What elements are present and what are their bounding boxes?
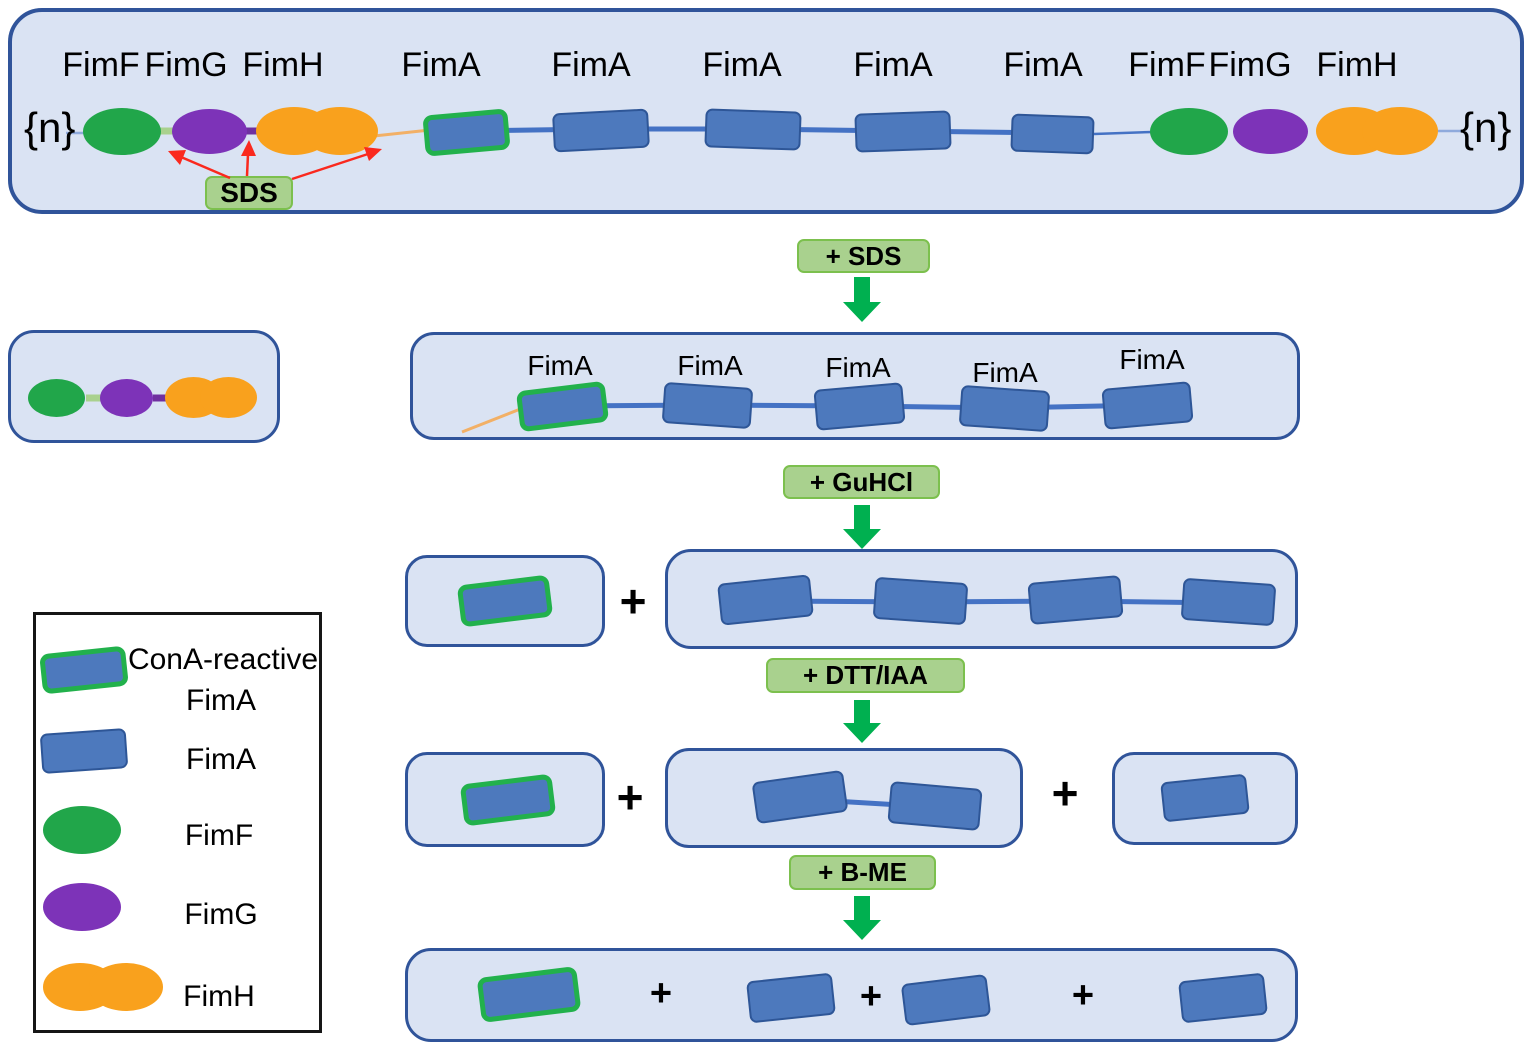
fimg-shape	[100, 379, 153, 417]
plus-sign: +	[1051, 767, 1079, 819]
fima-shape	[1178, 972, 1268, 1024]
legend-label: FimG	[184, 898, 258, 931]
down-arrow-sds	[843, 277, 881, 322]
fima-label: FimA	[677, 350, 743, 381]
reagent-badge-guhcl: + GuHCl	[783, 465, 940, 499]
protein-label-fimg: FimG	[144, 46, 228, 84]
fimf-shape	[83, 108, 161, 155]
protein-label-fima: FimA	[702, 46, 782, 84]
fimh-shape	[165, 377, 257, 418]
fima-label: FimA	[527, 350, 593, 381]
legend-label: FimA	[186, 684, 256, 717]
fimf-shape	[1150, 108, 1228, 155]
protein-label-fima: FimA	[401, 46, 481, 84]
legend-fimh-swatch	[43, 963, 163, 1011]
legend-label: FimF	[184, 819, 254, 852]
sds-annotation-badge: SDS	[205, 176, 293, 210]
legend-cona-fima-swatch	[39, 645, 129, 695]
repeat-n-label: {n}	[1460, 104, 1512, 151]
fima-shape	[661, 381, 754, 430]
protein-label-fimh: FimH	[1316, 46, 1398, 84]
reagent-badge-sds: + SDS	[797, 239, 930, 273]
fima-shape	[887, 781, 983, 831]
fimh-lobe	[88, 963, 163, 1011]
fima-shape	[552, 108, 650, 153]
protein-label-fima: FimA	[1003, 46, 1083, 84]
fima-label: FimA	[825, 352, 891, 383]
plus-sign: +	[859, 975, 883, 1018]
legend-label: FimA	[186, 743, 256, 776]
protein-label-fimh: FimH	[242, 46, 324, 84]
dtt-fima-monomer-panel	[1112, 752, 1298, 845]
fimg-shape	[172, 109, 247, 154]
fima-shape	[704, 108, 802, 151]
down-arrow-dtt-iaa	[843, 700, 881, 743]
legend-fima-swatch	[39, 728, 129, 774]
fima-shape	[854, 110, 952, 153]
plus-sign: +	[619, 575, 647, 627]
protein-label-fimg: FimG	[1208, 46, 1292, 84]
fimh-lobe	[1362, 107, 1438, 155]
fima-shape	[746, 972, 836, 1024]
reagent-badge-dtt-iaa: + DTT/IAA	[766, 658, 965, 693]
protein-label-fimf: FimF	[1128, 46, 1206, 84]
fima-shape	[872, 576, 969, 626]
fimf-shape	[28, 379, 85, 417]
protein-label-fimf: FimF	[62, 46, 140, 84]
bme-products-panel	[405, 948, 1298, 1042]
down-arrow-guhcl	[843, 505, 881, 549]
fima-shape	[1180, 577, 1277, 627]
plus-sign: +	[616, 771, 644, 823]
fimh-lobe	[199, 377, 257, 418]
fima-shape	[1027, 575, 1124, 625]
protein-label-fima: FimA	[551, 46, 631, 84]
legend-box: ConA-reactive FimA FimA FimF FimG FimH	[33, 612, 322, 1033]
fima-label: FimA	[1119, 344, 1185, 375]
fima-shape	[1010, 113, 1095, 155]
plus-sign: +	[1071, 974, 1095, 1017]
fima-shape	[813, 382, 906, 431]
fimh-shape	[256, 107, 378, 155]
fima-label: FimA	[972, 357, 1038, 388]
protein-label-fima: FimA	[853, 46, 933, 84]
reagent-badge-bme: + B-ME	[789, 855, 936, 890]
legend-fimg-swatch	[43, 883, 121, 931]
fimg-shape	[1233, 109, 1308, 154]
legend-label: FimH	[183, 980, 255, 1013]
repeat-n-label: {n}	[24, 104, 76, 151]
fimh-shape	[1316, 107, 1438, 155]
fima-shape	[1101, 381, 1194, 430]
down-arrow-bme	[843, 896, 881, 940]
fimh-lobe	[302, 107, 378, 155]
fima-shape	[958, 384, 1051, 433]
legend-fimf-swatch	[43, 806, 121, 854]
cona-fima-shape	[422, 108, 511, 157]
legend-label: ConA-reactive	[127, 643, 319, 676]
plus-sign: +	[649, 972, 673, 1015]
